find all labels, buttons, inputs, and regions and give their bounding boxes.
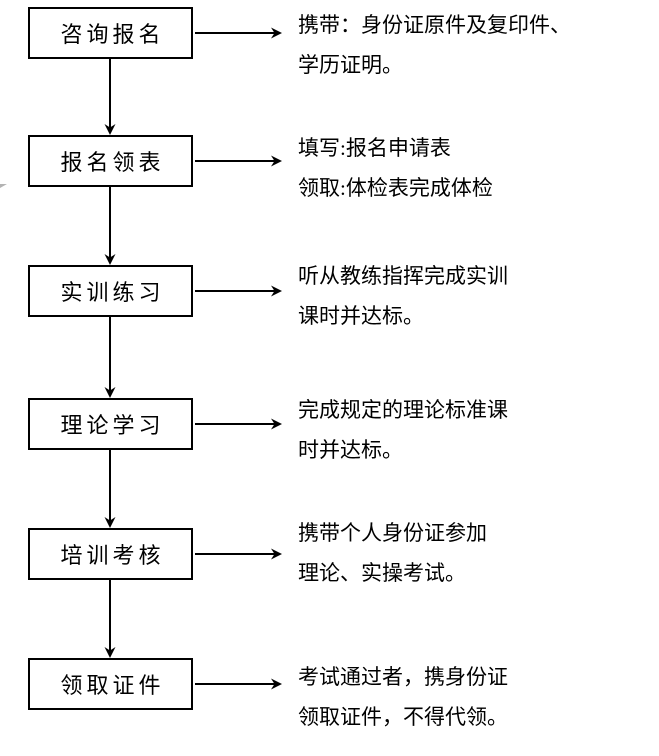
step-box-collect-certificate: 领取证件 <box>28 658 193 710</box>
note-line: 学历证明。 <box>298 53 403 77</box>
step-box-label: 理论学习 <box>60 413 165 438</box>
note-line: 理论、实操考试。 <box>298 561 466 585</box>
note-consult-register: 携带：身份证原件及复印件、 学历证明。 <box>298 5 618 85</box>
note-line: 完成规定的理论标准课 <box>298 398 508 422</box>
step-box-label: 实训练习 <box>60 280 165 305</box>
note-line: 课时并达标。 <box>298 304 424 328</box>
down-arrow-2 <box>104 187 116 265</box>
note-line: 领取:体检表完成体检 <box>298 176 493 200</box>
right-arrow-3 <box>195 285 282 297</box>
note-line: 领取证件，不得代领。 <box>298 705 508 729</box>
step-box-label: 咨询报名 <box>60 22 165 47</box>
note-line: 听从教练指挥完成实训 <box>298 264 508 288</box>
step-box-practical-training: 实训练习 <box>28 265 193 317</box>
note-training-assessment: 携带个人身份证参加 理论、实操考试。 <box>298 513 618 593</box>
step-box-label: 培训考核 <box>60 543 165 568</box>
stray-cursor-artifact <box>0 184 7 188</box>
right-arrow-2 <box>195 155 282 167</box>
step-box-theory-study: 理论学习 <box>28 398 193 450</box>
step-box-register-form: 报名领表 <box>28 135 193 187</box>
step-box-consult-register: 咨询报名 <box>28 7 193 59</box>
note-line: 时并达标。 <box>298 438 403 462</box>
down-arrow-5 <box>104 580 116 658</box>
step-box-training-assessment: 培训考核 <box>28 528 193 580</box>
note-line: 填写:报名申请表 <box>298 136 451 160</box>
right-arrow-1 <box>195 27 282 39</box>
note-practical-training: 听从教练指挥完成实训 课时并达标。 <box>298 256 618 336</box>
down-arrow-4 <box>104 450 116 528</box>
note-line: 考试通过者，携身份证 <box>298 665 508 689</box>
right-arrow-4 <box>195 418 282 430</box>
step-box-label: 领取证件 <box>60 673 165 698</box>
down-arrow-1 <box>104 59 116 135</box>
note-collect-certificate: 考试通过者，携身份证 领取证件，不得代领。 <box>298 657 618 737</box>
note-register-form: 填写:报名申请表 领取:体检表完成体检 <box>298 128 618 208</box>
note-theory-study: 完成规定的理论标准课 时并达标。 <box>298 390 618 470</box>
right-arrow-6 <box>195 678 282 690</box>
step-box-label: 报名领表 <box>60 150 165 175</box>
down-arrow-3 <box>104 317 116 398</box>
note-line: 携带：身份证原件及复印件、 <box>298 13 571 37</box>
right-arrow-5 <box>195 548 282 560</box>
note-line: 携带个人身份证参加 <box>298 521 487 545</box>
